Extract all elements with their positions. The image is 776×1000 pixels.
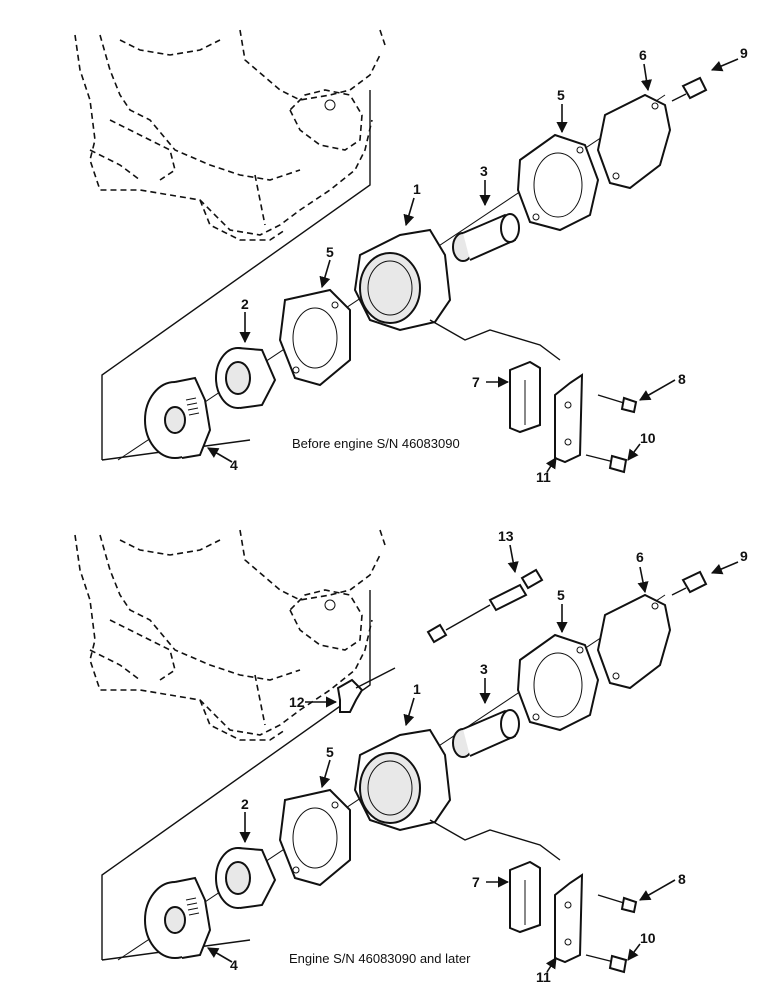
part-5-gasket-lower-left	[278, 788, 351, 887]
callout-numbers-lower: 1 2 3 4 5 5 6 7 8 9 10 11 12 13	[230, 528, 748, 985]
part-2-seal-upper	[215, 347, 277, 409]
callout-13-lower: 13	[498, 528, 514, 544]
part-4-pulley-lower	[144, 876, 212, 959]
part-1-housing-upper	[353, 228, 561, 361]
part-10-screw-upper	[585, 454, 628, 474]
callout-9-upper: 9	[740, 45, 748, 61]
callout-3-upper: 3	[480, 163, 488, 179]
part-13-sensor	[426, 568, 544, 644]
part-11-bracket-lower	[554, 873, 584, 964]
part-7-bracket-lower	[509, 860, 541, 934]
callout-numbers-upper: 1 2 3 4 5 5 6 7 8 9 10 11	[230, 45, 748, 485]
callout-3-lower: 3	[480, 661, 488, 677]
callout-8-lower: 8	[678, 871, 686, 887]
callout-7-upper: 7	[472, 374, 480, 390]
caption-upper-view: Before engine S/N 46083090	[292, 436, 460, 451]
part-3-sleeve-upper	[452, 213, 520, 262]
part-5-gasket-upper-left	[278, 288, 351, 387]
part-3-sleeve-lower	[452, 709, 520, 758]
upper-view: 1 2 3 4 5 5 6 7 8 9 10 11	[74, 29, 748, 485]
part-4-pulley-upper	[144, 376, 212, 459]
engine-block-outline-lower	[74, 529, 386, 741]
part-8-screw-lower	[597, 894, 638, 914]
callout-9-lower: 9	[740, 548, 748, 564]
callout-4-upper: 4	[230, 457, 238, 473]
lower-view: 1 2 3 4 5 5 6 7 8 9 10 11 12 13	[74, 528, 748, 985]
callout-10-upper: 10	[640, 430, 656, 446]
part-7-bracket-upper	[509, 360, 541, 434]
callout-12-lower: 12	[289, 694, 305, 710]
part-1-housing-lower	[353, 728, 561, 861]
part-6-cover-upper	[596, 93, 672, 190]
callout-10-lower: 10	[640, 930, 656, 946]
part-6-cover-lower	[596, 593, 672, 690]
callout-leaders-lower	[207, 544, 739, 973]
part-10-screw-lower	[585, 954, 628, 974]
callout-2-upper: 2	[241, 296, 249, 312]
callout-1-lower: 1	[413, 681, 421, 697]
part-5-gasket-lower-right	[516, 633, 600, 732]
callout-2-lower: 2	[241, 796, 249, 812]
callout-11-upper: 11	[536, 469, 551, 485]
callout-11-lower: 11	[536, 969, 551, 985]
callout-5a-upper: 5	[326, 244, 334, 260]
callout-6-upper: 6	[639, 47, 647, 63]
part-5-gasket-upper-right	[516, 133, 600, 232]
part-9-bolt-lower	[671, 570, 708, 596]
callout-4-lower: 4	[230, 957, 238, 973]
callout-5b-lower: 5	[557, 587, 565, 603]
engine-block-outline-upper	[74, 29, 386, 241]
callout-8-upper: 8	[678, 371, 686, 387]
callout-7-lower: 7	[472, 874, 480, 890]
part-11-bracket-upper	[554, 373, 584, 464]
part-8-screw-upper	[597, 394, 638, 414]
callout-5a-lower: 5	[326, 744, 334, 760]
callout-leaders-upper	[207, 58, 739, 473]
part-2-seal-lower	[215, 847, 277, 909]
caption-lower-view: Engine S/N 46083090 and later	[289, 951, 471, 966]
part-9-bolt-upper	[671, 76, 708, 102]
callout-6-lower: 6	[636, 549, 644, 565]
part-12-elbow-fitting	[336, 667, 396, 713]
callout-5b-upper: 5	[557, 87, 565, 103]
callout-1-upper: 1	[413, 181, 421, 197]
